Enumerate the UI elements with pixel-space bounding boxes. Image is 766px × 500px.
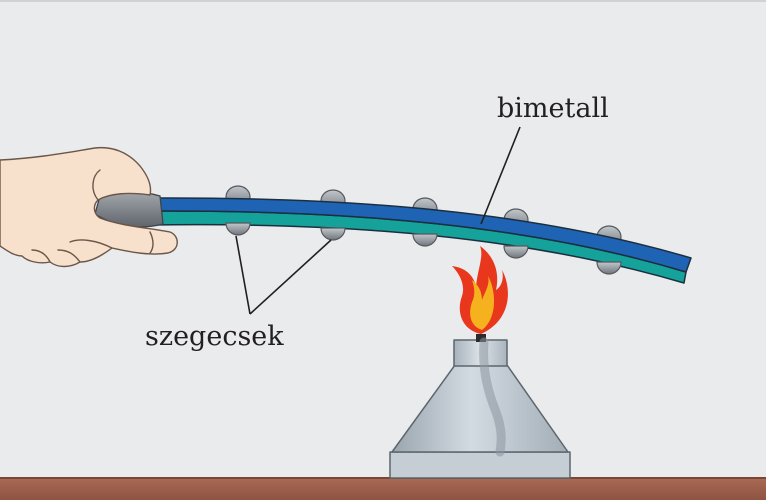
rivets-label: szegecsek xyxy=(145,321,284,352)
burner-base xyxy=(389,451,571,479)
rivet-heads-bottom xyxy=(225,222,622,275)
table xyxy=(0,477,766,500)
burner-cone xyxy=(391,364,569,453)
rivet-leader-1 xyxy=(235,235,251,315)
bimetal-label: bimetall xyxy=(497,93,609,124)
wick xyxy=(476,334,486,342)
flame-icon xyxy=(452,246,508,334)
leader-lines xyxy=(235,126,521,315)
rivet-leader-2 xyxy=(249,239,332,315)
hand xyxy=(0,146,178,268)
bimetal-leader xyxy=(480,126,521,225)
wick-reflection xyxy=(479,337,506,457)
top-border xyxy=(0,0,766,2)
top-metal-layer xyxy=(149,197,692,273)
bimetal-strip xyxy=(149,197,692,284)
